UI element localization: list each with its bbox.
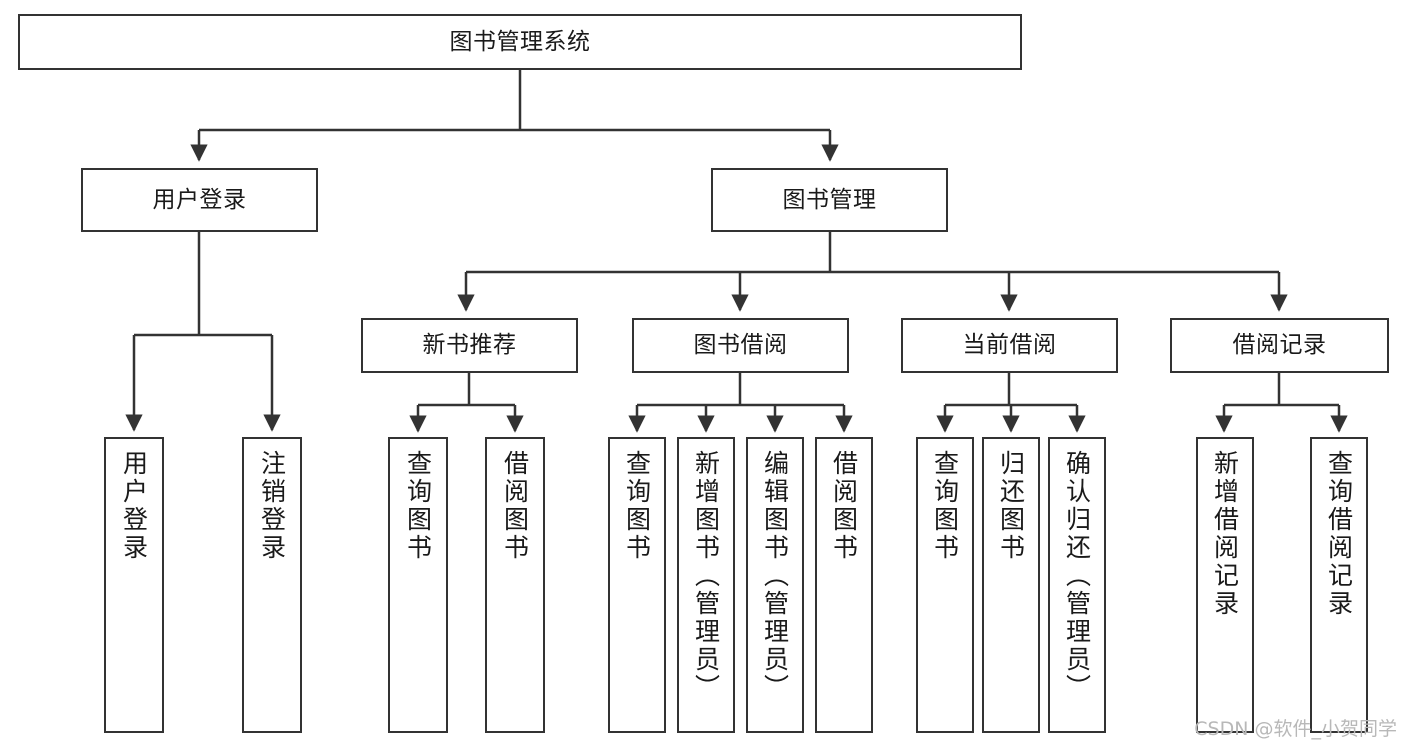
node-label: 图书借阅	[693, 332, 788, 359]
node-label: 当前借阅	[962, 332, 1057, 359]
leaf-borrow-book-recommend[interactable]: 借阅图书	[485, 437, 545, 733]
node-label: 借阅记录	[1232, 332, 1327, 359]
node-label: 查询图书	[403, 450, 433, 562]
leaf-query-borrow-record[interactable]: 查询借阅记录	[1310, 437, 1368, 733]
node-label: 查询借阅记录	[1324, 450, 1354, 618]
leaf-confirm-return-admin[interactable]: 确认归还（管理员）	[1048, 437, 1106, 733]
node-label: 注销登录	[257, 450, 287, 562]
node-label: 用户登录	[152, 186, 247, 213]
leaf-user-login[interactable]: 用户登录	[104, 437, 164, 733]
node-book-borrow[interactable]: 图书借阅	[632, 318, 849, 373]
node-new-book-recommend[interactable]: 新书推荐	[361, 318, 578, 373]
node-current-borrow[interactable]: 当前借阅	[901, 318, 1118, 373]
leaf-logout[interactable]: 注销登录	[242, 437, 302, 733]
node-label: 用户登录	[119, 450, 149, 562]
node-label: 图书管理系统	[449, 28, 591, 55]
leaf-query-book-recommend[interactable]: 查询图书	[388, 437, 448, 733]
node-label: 新增图书（管理员）	[691, 450, 721, 702]
leaf-borrow-book[interactable]: 借阅图书	[815, 437, 873, 733]
node-label: 归还图书	[996, 450, 1026, 562]
node-label: 新书推荐	[422, 332, 517, 359]
leaf-query-book-borrow[interactable]: 查询图书	[608, 437, 666, 733]
node-root-system[interactable]: 图书管理系统	[18, 14, 1022, 70]
node-label: 图书管理	[782, 186, 877, 213]
node-label: 确认归还（管理员）	[1062, 450, 1092, 702]
leaf-add-book-admin[interactable]: 新增图书（管理员）	[677, 437, 735, 733]
leaf-query-book-current[interactable]: 查询图书	[916, 437, 974, 733]
node-borrow-record[interactable]: 借阅记录	[1170, 318, 1389, 373]
node-label: 查询图书	[622, 450, 652, 562]
node-label: 借阅图书	[500, 450, 530, 562]
node-book-management[interactable]: 图书管理	[711, 168, 948, 232]
node-label: 编辑图书（管理员）	[760, 450, 790, 702]
leaf-return-book[interactable]: 归还图书	[982, 437, 1040, 733]
node-label: 查询图书	[930, 450, 960, 562]
node-label: 新增借阅记录	[1210, 450, 1240, 618]
leaf-add-borrow-record[interactable]: 新增借阅记录	[1196, 437, 1254, 733]
node-user-login[interactable]: 用户登录	[81, 168, 318, 232]
node-label: 借阅图书	[829, 450, 859, 562]
leaf-edit-book-admin[interactable]: 编辑图书（管理员）	[746, 437, 804, 733]
